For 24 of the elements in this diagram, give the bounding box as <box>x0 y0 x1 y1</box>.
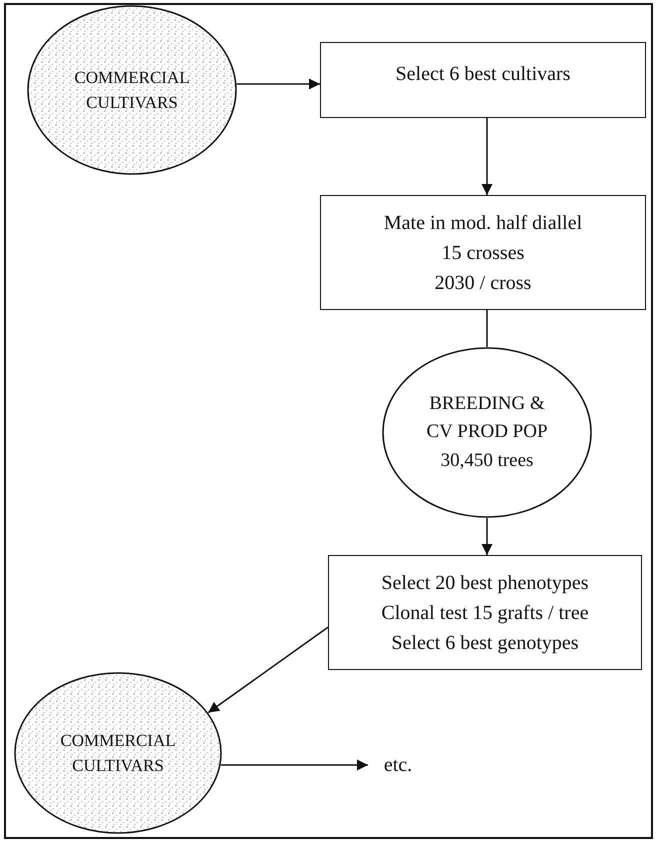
node-label: etc. <box>384 753 412 778</box>
arrow <box>482 118 492 195</box>
arrow <box>482 518 492 555</box>
node-label: 15 crosses <box>442 240 524 266</box>
node-label: Select 6 best genotypes <box>391 630 579 656</box>
process-box <box>320 42 646 118</box>
node-label: COMMERCIAL CULTIVARS <box>59 730 177 777</box>
arrow <box>220 760 368 770</box>
node-label: Select 6 best cultivars <box>396 62 570 87</box>
arrow <box>208 626 328 714</box>
ellipse-node <box>14 672 222 834</box>
ellipse-node <box>382 347 592 518</box>
node-label: Mate in mod. half diallel <box>384 210 582 236</box>
ellipse-node <box>27 5 237 175</box>
node-label: Select 20 best phenotypes <box>381 570 589 596</box>
node-label: 30,450 trees <box>440 448 534 473</box>
arrow <box>236 78 320 90</box>
node-label: BREEDING & CV PROD POP <box>425 392 549 444</box>
connector-line <box>486 310 488 347</box>
process-box <box>328 555 642 670</box>
node-label: 2030 / cross <box>434 270 532 296</box>
process-box <box>320 195 646 310</box>
node-label: COMMERCIAL CULTIVARS <box>73 66 191 114</box>
node-label: Clonal test 15 grafts / tree <box>381 600 589 626</box>
